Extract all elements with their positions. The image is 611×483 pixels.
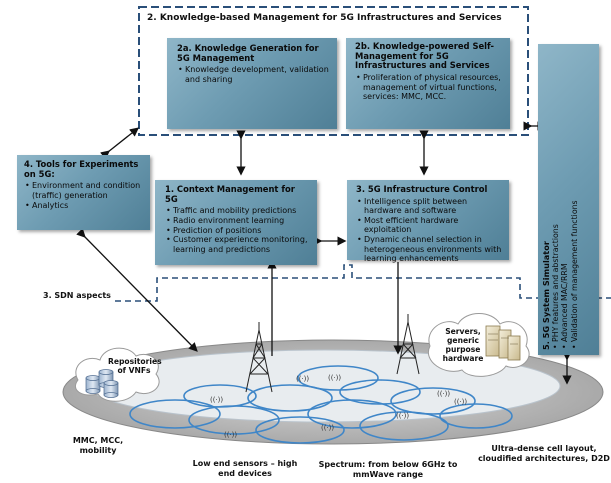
svg-text:((·)): ((·)) bbox=[437, 390, 450, 398]
small-cell-antennas: ((·)) ((·)) ((·)) ((·)) ((·)) ((·)) ((·)… bbox=[210, 374, 467, 439]
spectrum-label: Spectrum: from below 6GHz to mmWave rang… bbox=[318, 460, 458, 479]
svg-text:((·)): ((·)) bbox=[396, 412, 409, 420]
svg-text:((·)): ((·)) bbox=[321, 424, 334, 432]
repositories-cloud-icon bbox=[75, 347, 160, 402]
box-context-management-item: Radio environment learning bbox=[166, 216, 310, 226]
macro-tower-right bbox=[396, 314, 420, 375]
svg-text:((·)): ((·)) bbox=[210, 396, 223, 404]
sdn-dashed-line bbox=[115, 264, 611, 302]
box-context-management-title: 1. Context Management for 5G bbox=[165, 184, 295, 204]
ultradense-label: Ultra-dense cell layout, cloudified arch… bbox=[478, 444, 610, 463]
box-system-simulator-text: 5. 5G System Simulator PHY features and … bbox=[541, 50, 579, 350]
box-infrastructure-control-item: Most efficient hardware exploitation bbox=[357, 216, 504, 235]
connector-arrows bbox=[76, 121, 572, 385]
box-infrastructure-control-item: Intelligence split between hardware and … bbox=[357, 197, 504, 216]
box-context-management: 1. Context Management for 5G Traffic and… bbox=[155, 180, 317, 265]
box-experiment-tools-item: Analytics bbox=[25, 201, 145, 211]
box-system-simulator-title: 5. 5G System Simulator bbox=[541, 241, 551, 350]
servers-label: Servers, generic purpose hardware bbox=[442, 327, 484, 364]
box-system-simulator-item: PHY features and abstractions bbox=[551, 50, 560, 342]
box-knowledge-generation-title: 2a. Knowledge Generation for 5G Manageme… bbox=[177, 43, 319, 63]
svg-text:((·)): ((·)) bbox=[328, 374, 341, 382]
box-self-management-title: 2b. Knowledge-powered Self-Management fo… bbox=[355, 41, 495, 71]
box-system-simulator-item: Advanced MAC/RRM bbox=[560, 50, 569, 342]
box-knowledge-generation-item: Knowledge development, validation and sh… bbox=[178, 65, 330, 84]
box-experiment-tools-title: 4. Tools for Experiments on 5G: bbox=[24, 159, 139, 179]
arrow-4-network bbox=[76, 228, 198, 352]
servers-cloud-icon bbox=[427, 313, 530, 377]
box-knowledge-generation: 2a. Knowledge Generation for 5G Manageme… bbox=[167, 38, 337, 129]
small-cells bbox=[129, 365, 513, 444]
box-system-simulator-item: Validation of management functions bbox=[570, 50, 579, 342]
box-context-management-item: Prediction of positions bbox=[166, 226, 310, 236]
box-infrastructure-control: 3. 5G Infrastructure Control Intelligenc… bbox=[347, 180, 509, 263]
box-context-management-item: Traffic and mobility predictions bbox=[166, 206, 310, 216]
knowledge-management-title: 2. Knowledge-based Management for 5G Inf… bbox=[147, 13, 502, 23]
sdn-aspects-label: 3. SDN aspects bbox=[43, 291, 111, 300]
box-context-management-item: Customer experience monitoring, learning… bbox=[166, 235, 310, 254]
box-experiment-tools: 4. Tools for Experiments on 5G: Environm… bbox=[17, 155, 150, 230]
repositories-label: Repositories of VNFs bbox=[108, 357, 162, 376]
svg-text:((·)): ((·)) bbox=[224, 431, 237, 439]
box-self-management-item: Proliferation of physical resources, man… bbox=[356, 73, 504, 102]
svg-text:((·)): ((·)) bbox=[296, 375, 309, 383]
macro-tower-left bbox=[245, 322, 273, 393]
mmc-mcc-label: MMC, MCC, mobility bbox=[72, 436, 124, 455]
arrow-frame-4 bbox=[100, 127, 140, 160]
box-self-management: 2b. Knowledge-powered Self-Management fo… bbox=[346, 38, 510, 129]
box-infrastructure-control-item: Dynamic channel selection in heterogeneo… bbox=[357, 235, 504, 264]
box-experiment-tools-item: Environment and condition (traffic) gene… bbox=[25, 181, 145, 200]
box-infrastructure-control-title: 3. 5G Infrastructure Control bbox=[356, 184, 488, 194]
knowledge-management-frame bbox=[138, 6, 529, 136]
svg-text:((·)): ((·)) bbox=[454, 398, 467, 406]
sensors-label: Low end sensors – high end devices bbox=[192, 459, 298, 478]
